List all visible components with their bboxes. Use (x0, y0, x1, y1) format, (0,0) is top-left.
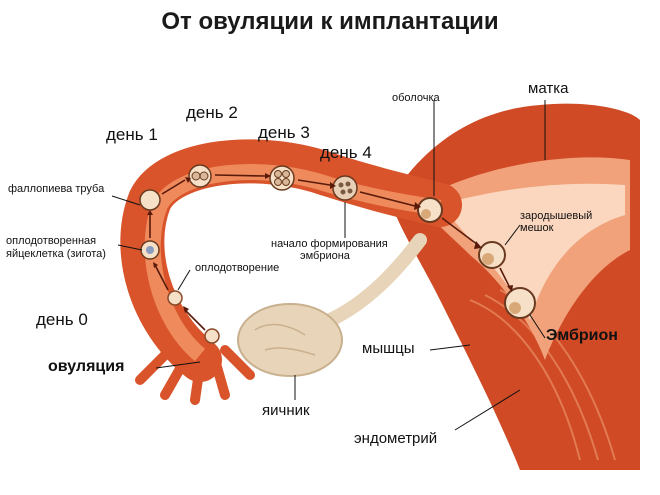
label-day4: день 4 (320, 143, 372, 162)
uterus-muscle-texture (469, 299, 581, 461)
label-yolk-sac-line2: мешок (520, 222, 554, 234)
label-embryo-start-line1: начало формирования (271, 238, 388, 250)
ovary (237, 303, 343, 377)
label-day1: день 1 (106, 125, 158, 144)
implanted-embryo (504, 287, 536, 319)
label-day3: день 3 (258, 123, 310, 142)
label-yolk-sac-line1: зародышевый (520, 210, 593, 222)
label-ovulation: овуляция (48, 358, 125, 375)
label-embryo-start-line2: эмбриона (300, 250, 350, 262)
label-day2: день 2 (186, 103, 238, 122)
egg-cell-day0 (167, 290, 183, 306)
leader-lines (111, 100, 546, 431)
egg-cell-ovulation (204, 328, 220, 344)
day1-cell (139, 189, 161, 211)
label-membrane: оболочка (392, 92, 440, 104)
label-zygote-line1: оплодотворенная (6, 235, 97, 247)
label-embryo: Эмбрион (546, 327, 618, 344)
fimbriae (135, 345, 255, 405)
label-fertilization: оплодотворение (195, 262, 280, 274)
blastocyst-1 (417, 197, 443, 223)
label-fallopian-tube: фаллопиева труба (8, 183, 105, 195)
label-day0: день 0 (36, 310, 88, 329)
label-muscles: мышцы (362, 340, 415, 357)
day4-morula (332, 175, 358, 201)
label-uterus: матка (528, 80, 569, 97)
page-title: От овуляции к имплантации (161, 8, 499, 35)
label-ovary: яичник (262, 402, 310, 419)
label-endometrium: эндометрий (354, 430, 438, 447)
label-zygote-line2: яйцеклетка (зигота) (6, 248, 106, 260)
day3-cell (269, 165, 295, 191)
uterine-cavity (440, 183, 625, 320)
path-arrows (149, 174, 511, 331)
